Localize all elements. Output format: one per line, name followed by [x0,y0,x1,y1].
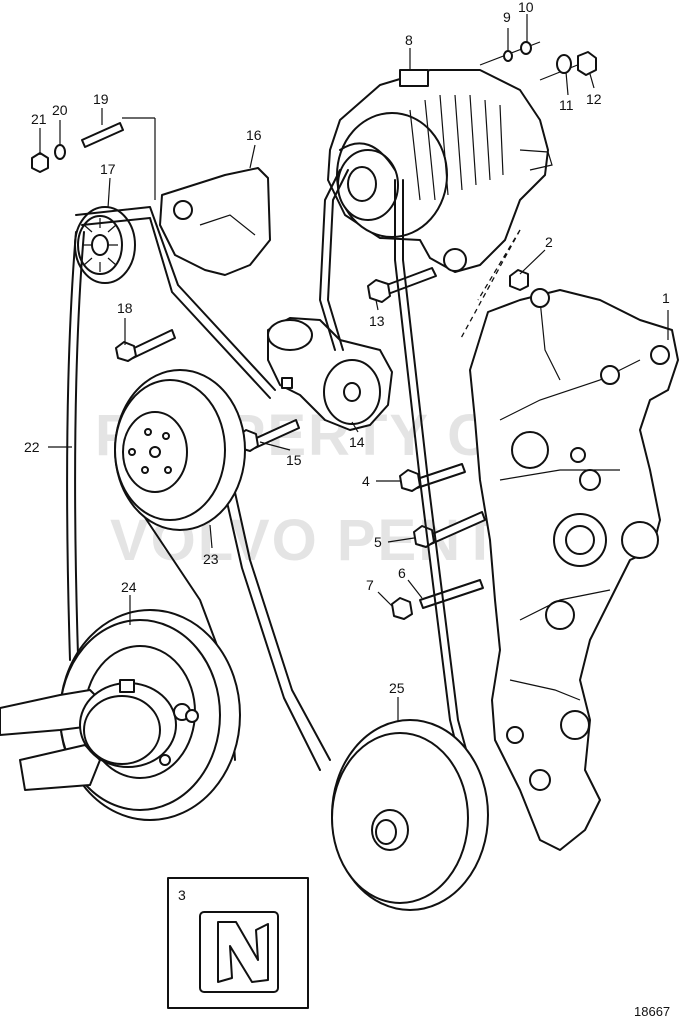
callout-16: 16 [246,127,262,143]
idler-pulley [74,206,136,284]
bolt-13 [367,267,437,303]
callout-10: 10 [518,0,534,15]
callout-15: 15 [286,452,302,468]
callout-4: 4 [362,473,370,489]
bolt-18 [115,329,176,362]
mounting-bracket [469,288,679,851]
callout-22: 22 [24,439,40,455]
callout-14: 14 [349,434,365,450]
drive-belt-22 [66,206,276,661]
power-steering-pulley [331,719,489,911]
crankshaft-pulley [114,369,246,531]
callout-9: 9 [503,9,511,25]
callout-17: 17 [100,161,116,177]
callout-8: 8 [405,32,413,48]
callouts: 1 2 4 5 6 7 8 9 10 11 12 13 14 15 16 17 … [24,0,670,696]
callout-19: 19 [93,91,109,107]
alternator [327,69,553,273]
bolt-4 [399,463,466,492]
bolt-5 [413,511,486,548]
alignment-line [459,229,521,341]
leader-lines [39,14,669,722]
belt-tensioner [267,317,393,431]
alternator-fasteners [479,41,597,81]
callout-2: 2 [545,234,553,250]
callout-5: 5 [374,534,382,550]
callout-12: 12 [586,91,602,107]
callout-25: 25 [389,680,405,696]
callout-23: 23 [203,551,219,567]
callout-7: 7 [366,577,374,593]
stud-19 [81,122,124,148]
callout-21: 21 [31,111,47,127]
tensioner-bracket [159,167,271,276]
washer-20 [54,144,66,160]
callout-20: 20 [52,102,68,118]
callout-11: 11 [559,97,574,113]
belt-routing-inset: 3 [167,877,309,1009]
figure-number: 18667 [634,1004,670,1019]
callout-24: 24 [121,579,137,595]
callout-1: 1 [662,290,670,306]
coolant-pump-pulley [0,609,241,821]
callout-18: 18 [117,300,133,316]
inset-label: 3 [178,887,186,903]
stud-2 [509,269,529,291]
nut-21 [31,152,49,173]
callout-6: 6 [398,565,406,581]
callout-13: 13 [369,313,385,329]
